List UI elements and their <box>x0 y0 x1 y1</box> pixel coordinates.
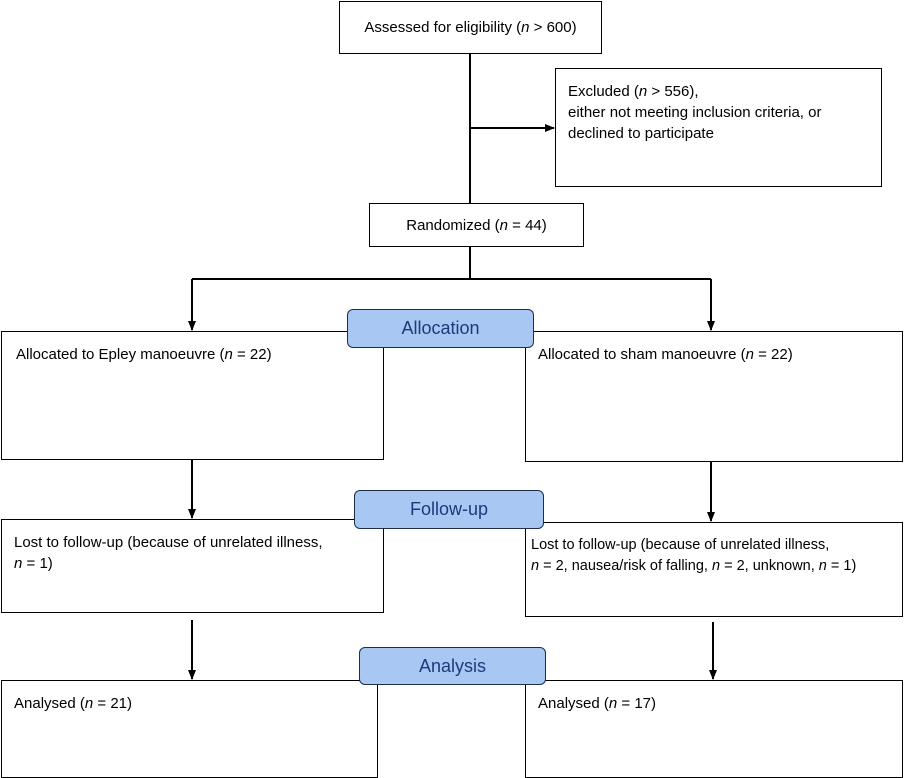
left-lost-box: Lost to follow-up (because of unrelated … <box>1 519 384 613</box>
randomized-box: Randomized (n = 44) <box>369 203 584 247</box>
right-allocated-box: Allocated to sham manoeuvre (n = 22) <box>525 331 903 462</box>
right-analysed-box: Analysed (n = 17) <box>525 680 903 778</box>
followup-stage-label: Follow-up <box>354 490 544 529</box>
right-lost-line1: Lost to follow-up (because of unrelated … <box>531 537 830 553</box>
right-lost-line2: n = 2, nausea/risk of falling, n = 2, un… <box>531 558 857 574</box>
excluded-line2: either not meeting inclusion criteria, o… <box>568 104 822 121</box>
left-lost-line1: Lost to follow-up (because of unrelated … <box>14 534 323 551</box>
left-analysed-box: Analysed (n = 21) <box>1 680 378 778</box>
right-lost-box: Lost to follow-up (because of unrelated … <box>525 522 903 617</box>
left-lost-line2: n = 1) <box>14 555 53 572</box>
assessed-n: n <box>521 19 530 36</box>
assessed-box: Assessed for eligibility (n > 600) <box>339 1 602 54</box>
excluded-line1: Excluded (n > 556), <box>568 83 699 100</box>
analysis-stage-label: Analysis <box>359 647 546 685</box>
left-allocated-box: Allocated to Epley manoeuvre (n = 22) <box>1 331 384 460</box>
excluded-box: Excluded (n > 556), either not meeting i… <box>555 68 882 187</box>
excluded-line3: declined to participate <box>568 125 714 142</box>
allocation-stage-label: Allocation <box>347 309 534 348</box>
assessed-suffix: > 600) <box>529 19 577 36</box>
assessed-prefix: Assessed for eligibility ( <box>364 19 522 36</box>
